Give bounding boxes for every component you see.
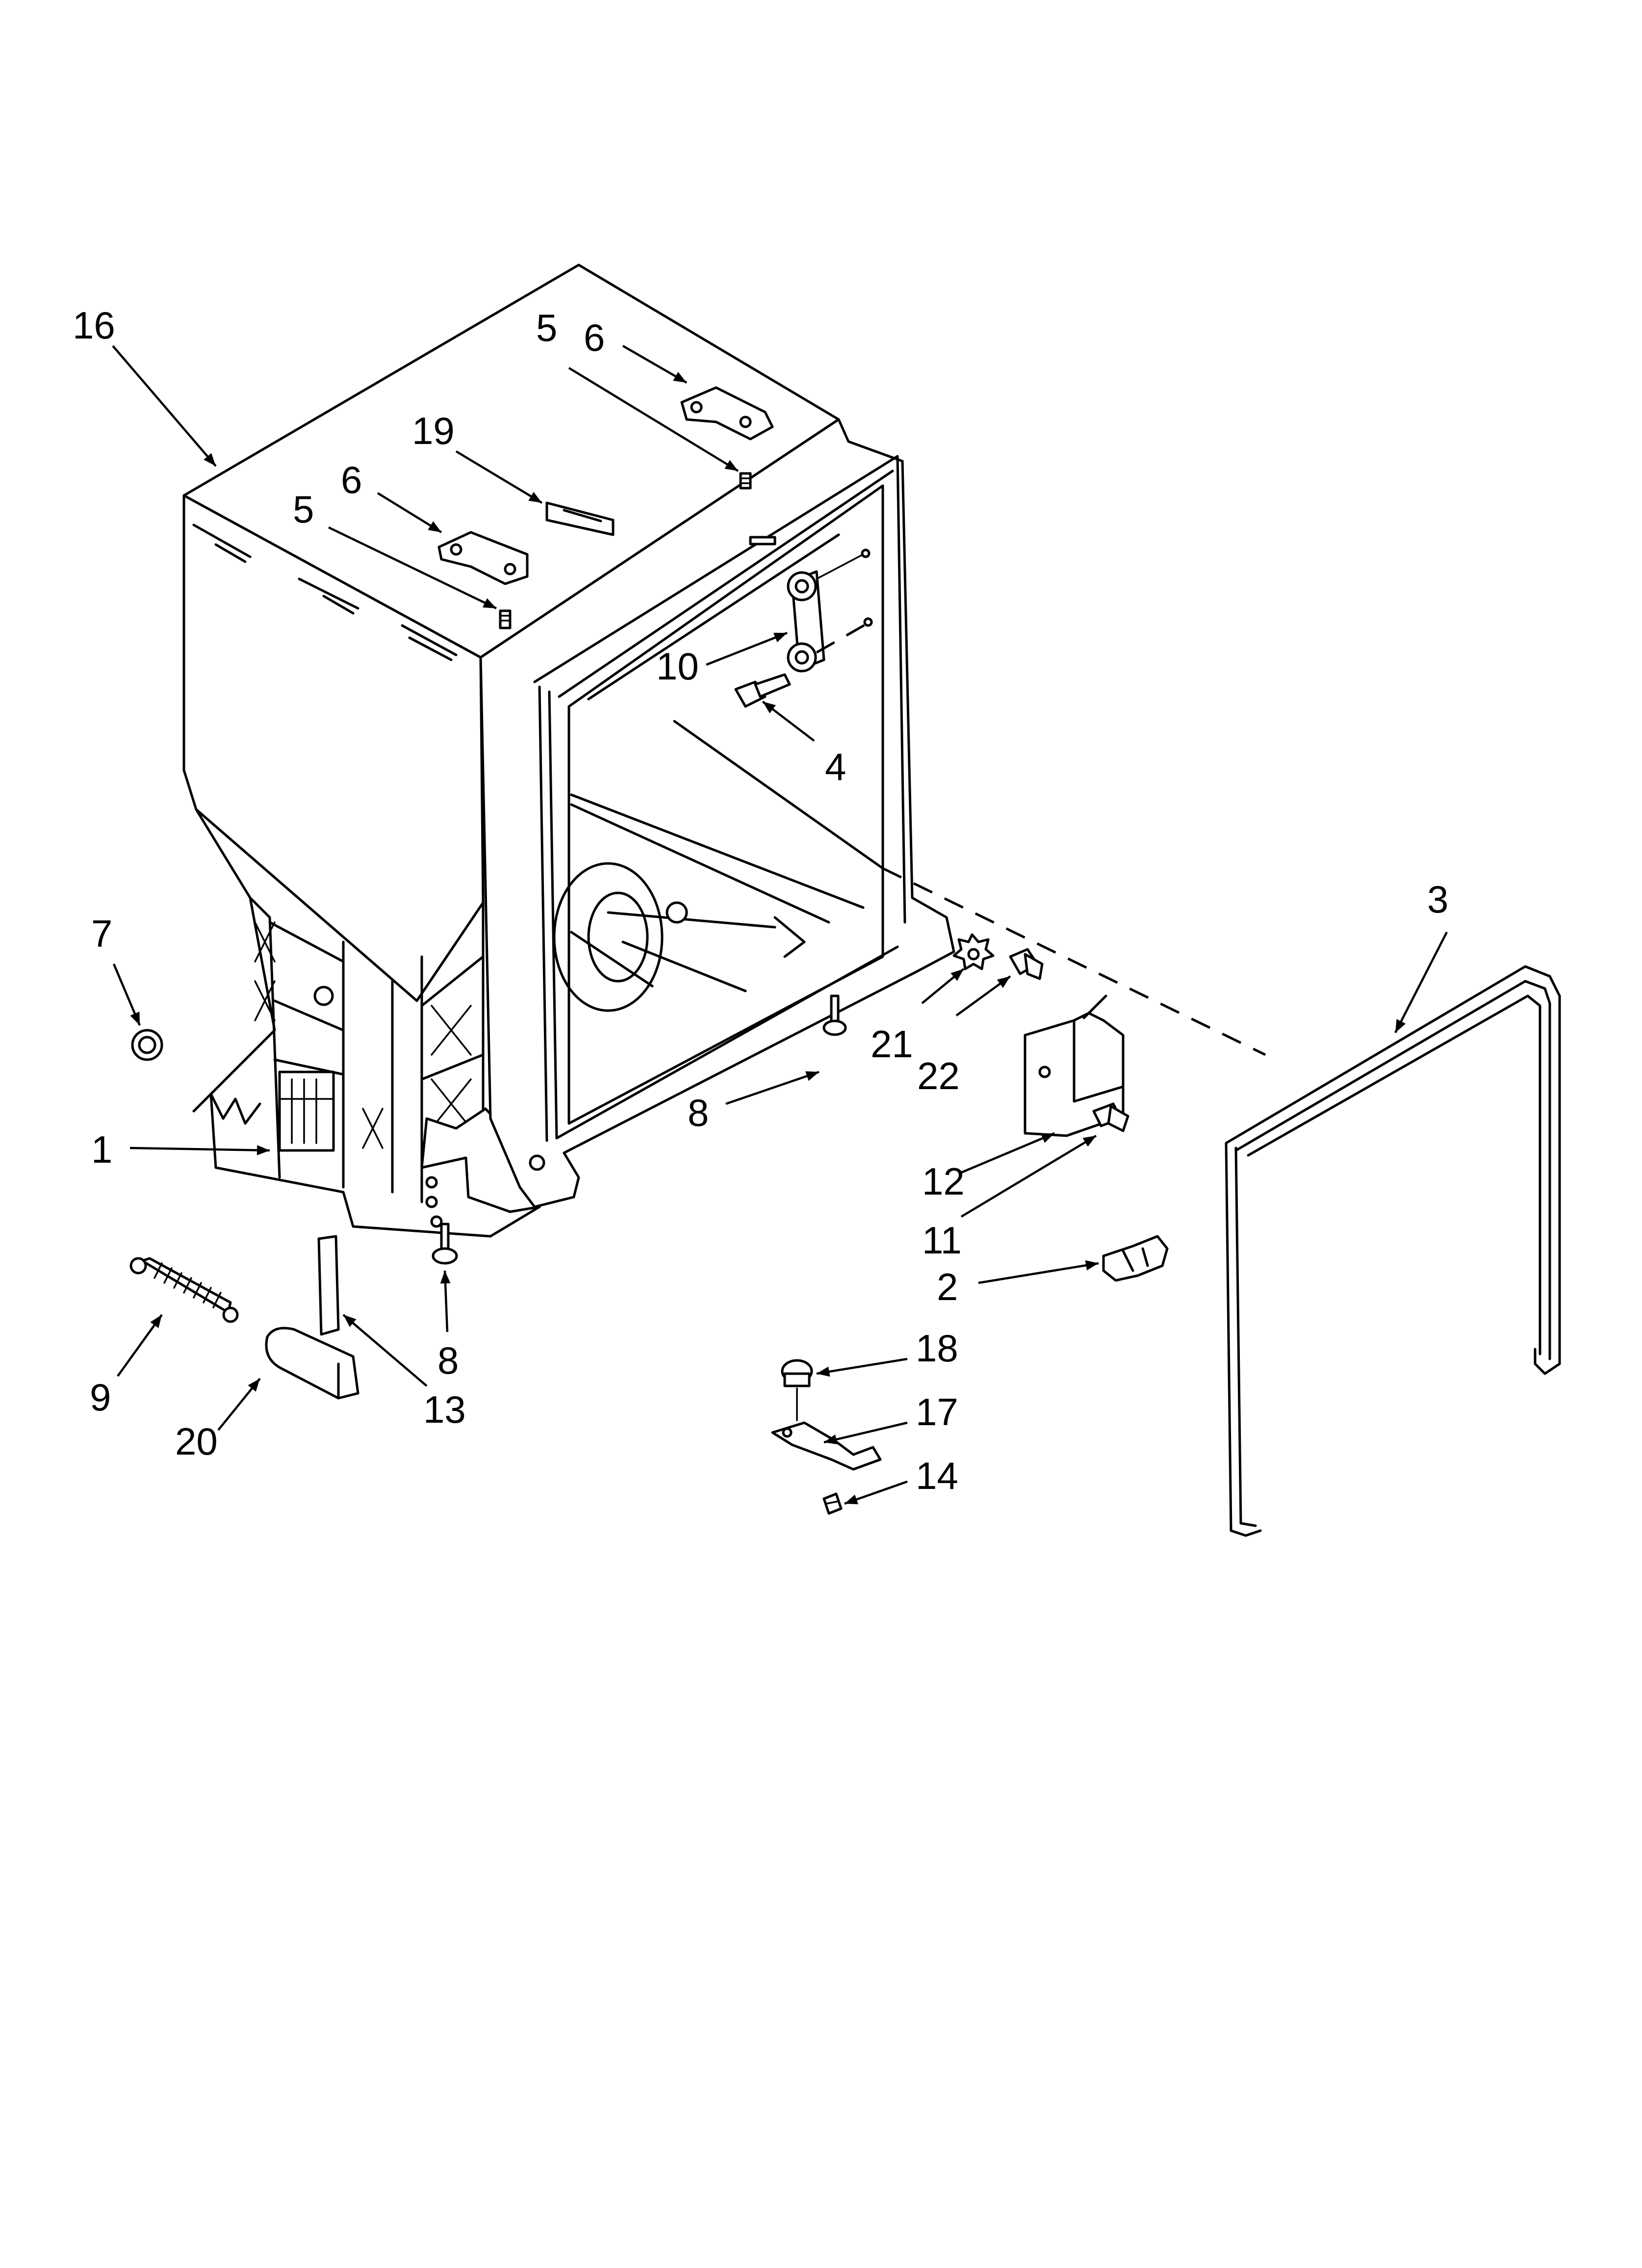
callout-13: 13: [423, 1388, 466, 1431]
callout-16: 16: [73, 304, 115, 347]
callout-21: 21: [871, 1022, 913, 1066]
callout-18: 18: [916, 1327, 958, 1370]
roller-icon-10: [787, 548, 873, 673]
callout-6: 6: [584, 316, 605, 359]
callout-labels: 16 6 5 19 6 5 10 4 3 7 1 21 22 8 12 11 2…: [73, 304, 1448, 1497]
reference-dashed-line: [882, 867, 1266, 1056]
callout-5: 5: [293, 488, 314, 531]
callout-8: 8: [688, 1091, 709, 1134]
plug-icon-7: [131, 1029, 163, 1061]
latch-icon-2: [1102, 1235, 1169, 1282]
screw-icon-b: [499, 609, 512, 629]
callout-17: 17: [916, 1390, 958, 1434]
stud-icon-8a: [822, 994, 847, 1036]
bolt-icon-22: [1009, 948, 1044, 980]
screw-icon-a: [739, 472, 752, 490]
callout-7: 7: [91, 912, 112, 955]
strip-icon-13: [317, 1235, 340, 1336]
callout-22: 22: [917, 1054, 960, 1097]
callout-20: 20: [175, 1420, 218, 1463]
spring-icon-9: [129, 1257, 239, 1323]
callout-14: 14: [916, 1454, 958, 1497]
callout-8: 8: [437, 1339, 459, 1382]
leader-lines: [112, 345, 1448, 1505]
screw-icon-14: [822, 1492, 843, 1515]
bolt-icon-4: [734, 673, 791, 708]
star-washer-icon-21: [952, 933, 995, 970]
callout-6: 6: [341, 458, 362, 501]
hinge-bracket-icon-b: [437, 531, 529, 585]
callout-1: 1: [91, 1128, 112, 1171]
callout-3: 3: [1427, 878, 1448, 921]
plate-icon-17: [771, 1421, 882, 1471]
callout-4: 4: [825, 745, 846, 788]
switch-icon-18: [781, 1359, 813, 1421]
callout-19: 19: [412, 409, 455, 452]
door-gasket-icon-3: [1225, 965, 1561, 1537]
reference-line: [673, 720, 884, 870]
cover-icon-20: [265, 1327, 359, 1400]
clip-icon-19: [545, 501, 615, 536]
stud-icon-8b: [432, 1223, 458, 1265]
callout-9: 9: [90, 1376, 111, 1419]
hinge-bracket-icon-a: [680, 386, 774, 441]
callout-12: 12: [922, 1160, 965, 1203]
callout-11: 11: [922, 1219, 962, 1262]
screw-icon-11: [1092, 1102, 1129, 1132]
callout-5: 5: [536, 306, 557, 349]
callout-10: 10: [656, 645, 699, 688]
callout-2: 2: [937, 1265, 958, 1308]
bracket-icon-12: [1024, 994, 1125, 1137]
